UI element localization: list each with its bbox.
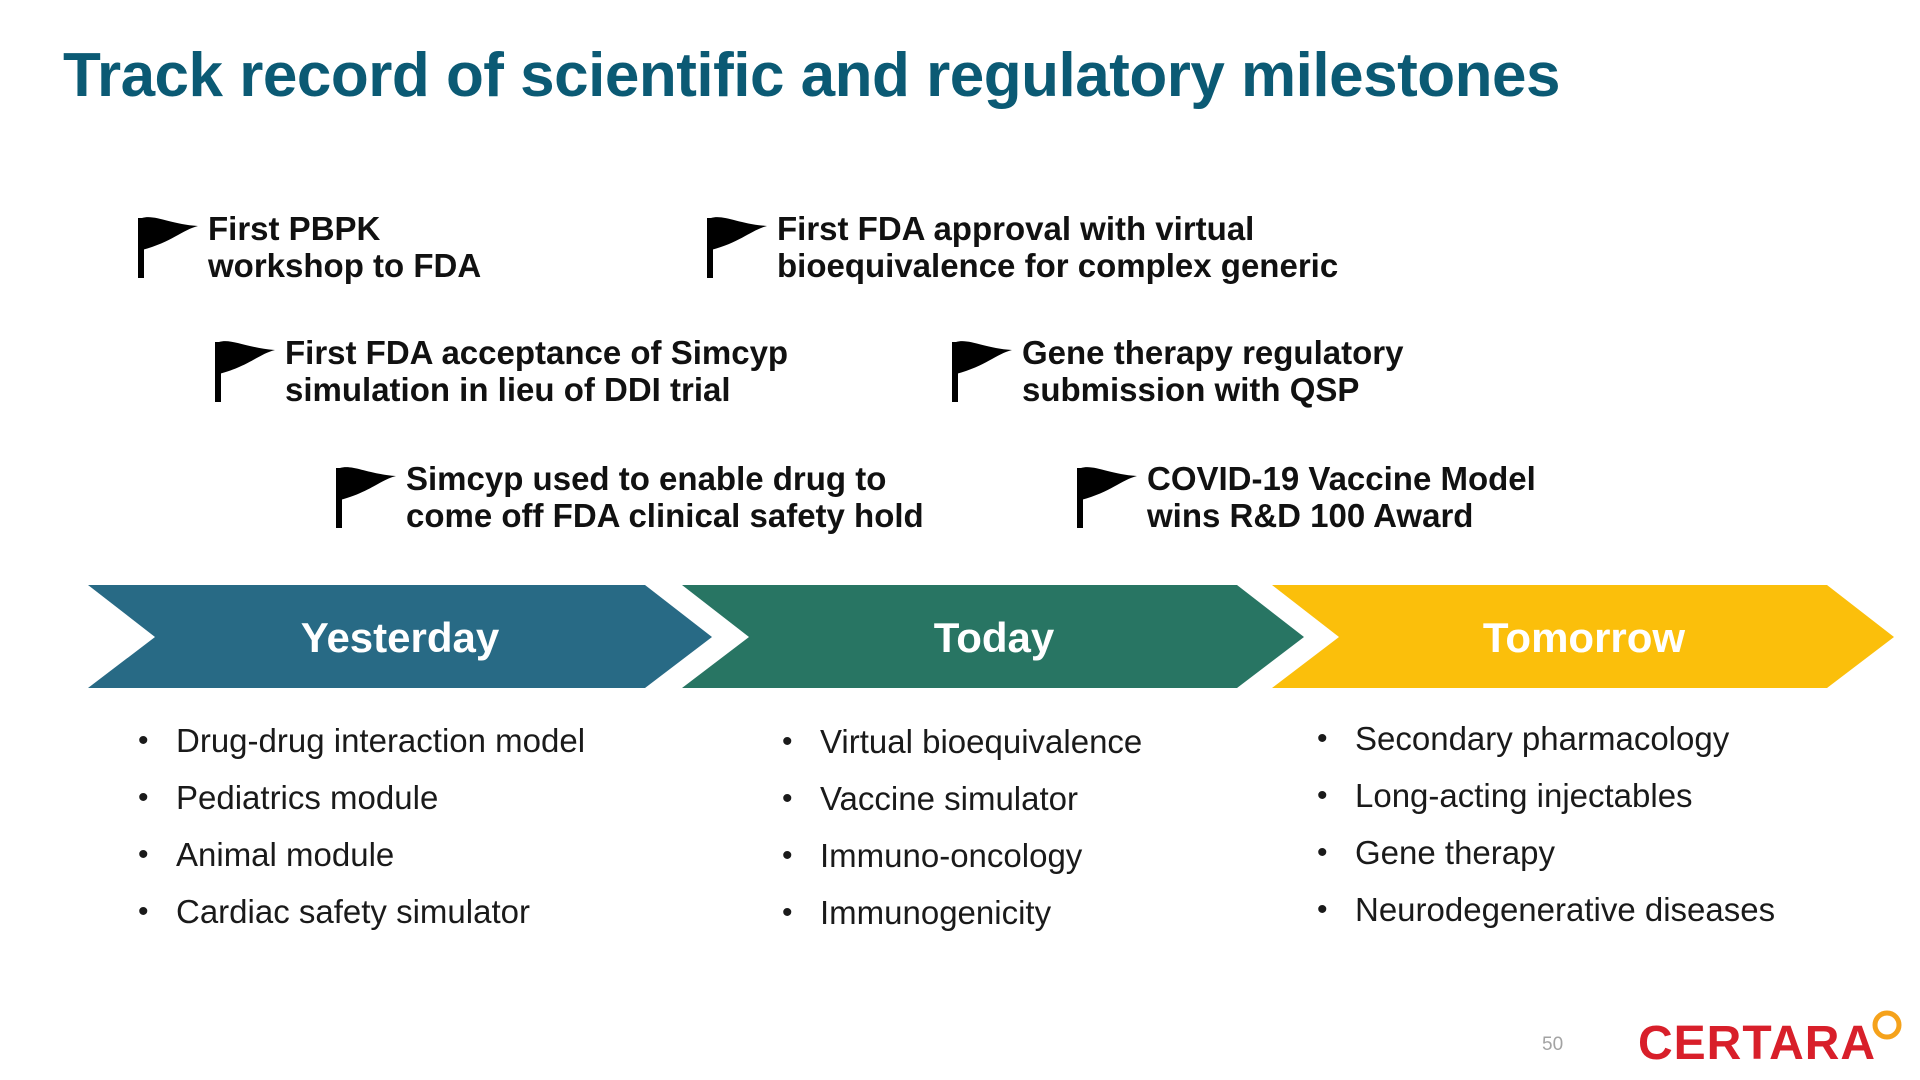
- phase-label-tomorrow: Tomorrow: [1482, 614, 1686, 661]
- flag-icon: [952, 341, 1012, 402]
- milestone-line: come off FDA clinical safety hold: [406, 497, 924, 534]
- timeline-chevrons: [88, 585, 1894, 688]
- milestone-line: wins R&D 100 Award: [1147, 497, 1474, 534]
- list-item: Immunogenicity: [780, 884, 1142, 941]
- chevron-yesterday: [88, 585, 712, 688]
- flag-icon: [215, 341, 275, 402]
- phase-label-yesterday: Yesterday: [300, 614, 500, 661]
- phase-label-today: Today: [933, 614, 1055, 661]
- list-item: Cardiac safety simulator: [136, 883, 585, 940]
- list-item: Neurodegenerative diseases: [1315, 881, 1775, 938]
- milestone-line: Gene therapy regulatory: [1022, 334, 1404, 371]
- list-item: Long-acting injectables: [1315, 767, 1775, 824]
- milestone-line: First FDA acceptance of Simcyp: [285, 334, 789, 371]
- milestone-line: bioequivalence for complex generic: [777, 247, 1339, 284]
- milestone-line: submission with QSP: [1022, 371, 1360, 408]
- milestone-virtual-bioequivalence: First FDA approval with virtual bioequiv…: [705, 210, 1338, 284]
- milestone-first-pbpk-workshop: First PBPK workshop to FDA: [136, 210, 481, 284]
- list-item: Pediatrics module: [136, 769, 585, 826]
- list-item: Secondary pharmacology: [1315, 710, 1775, 767]
- milestone-line: COVID-19 Vaccine Model: [1147, 460, 1536, 497]
- milestone-line: simulation in lieu of DDI trial: [285, 371, 731, 408]
- logo-wordmark: CERTARA: [1638, 1017, 1877, 1070]
- flag-icon: [707, 217, 767, 278]
- page-number: 50: [1542, 1034, 1564, 1055]
- logo-ring-icon: [1872, 1010, 1902, 1040]
- yesterday-list: Drug-drug interaction model Pediatrics m…: [136, 712, 585, 940]
- milestone-gene-therapy: Gene therapy regulatory submission with …: [950, 334, 1403, 408]
- flag-icon: [1077, 467, 1137, 528]
- milestone-ddi-acceptance: First FDA acceptance of Simcyp simulatio…: [213, 334, 788, 408]
- chevron-today: [682, 585, 1304, 688]
- milestone-line: First PBPK: [208, 210, 381, 247]
- slide-title: Track record of scientific and regulator…: [63, 41, 1560, 110]
- flag-icon: [336, 467, 396, 528]
- milestone-line: First FDA approval with virtual: [777, 210, 1255, 247]
- tomorrow-list: Secondary pharmacology Long-acting injec…: [1315, 710, 1775, 938]
- today-list: Virtual bioequivalence Vaccine simulator…: [780, 713, 1142, 941]
- milestone-line: workshop to FDA: [208, 247, 482, 284]
- milestone-line: Simcyp used to enable drug to: [406, 460, 887, 497]
- list-item: Drug-drug interaction model: [136, 712, 585, 769]
- chevron-tomorrow: [1272, 585, 1894, 688]
- milestone-clinical-hold: Simcyp used to enable drug to come off F…: [334, 460, 924, 534]
- list-item: Gene therapy: [1315, 824, 1775, 881]
- certara-logo: CERTARA: [1638, 1008, 1904, 1068]
- list-item: Immuno-oncology: [780, 827, 1142, 884]
- milestone-covid-vaccine: COVID-19 Vaccine Model wins R&D 100 Awar…: [1075, 460, 1536, 534]
- list-item: Animal module: [136, 826, 585, 883]
- list-item: Virtual bioequivalence: [780, 713, 1142, 770]
- flag-icon: [138, 217, 198, 278]
- list-item: Vaccine simulator: [780, 770, 1142, 827]
